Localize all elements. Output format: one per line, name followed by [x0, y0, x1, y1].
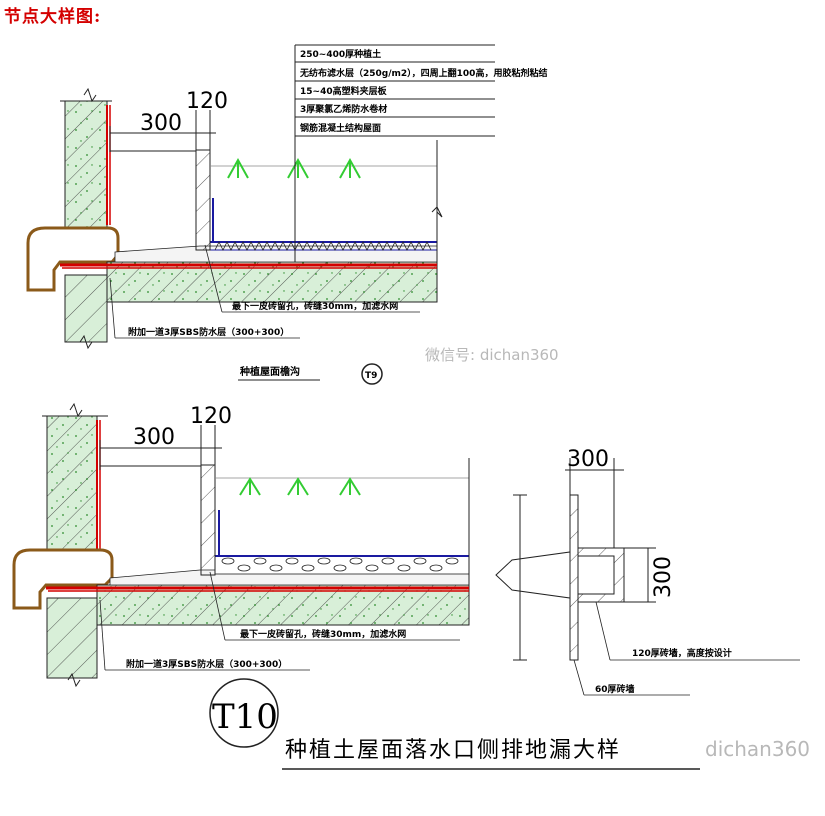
dim-300-top: 300 — [140, 111, 182, 136]
grass-marks — [227, 157, 361, 179]
watermark-bottom: dichan360 — [705, 737, 810, 761]
note-60-wall: 60厚砖墙 — [595, 683, 635, 695]
page-title: 节点大样图: — [4, 7, 102, 27]
note-membrane-top: 附加一道3厚SBS防水层（300+300） — [128, 326, 289, 338]
drainage-board — [210, 241, 437, 251]
dim-300-side-top: 300 — [567, 447, 609, 472]
wall-lower — [64, 274, 108, 350]
dim-120-bottom: 120 — [190, 404, 232, 429]
caption-top: 种植屋面檐沟 — [239, 365, 300, 378]
legend-item-structure: 钢筋混凝土结构屋面 — [300, 122, 381, 134]
bottom-detail: 300 120 最下一皮砖留孔，砖缝30mm，加滤水网 附加一道3厚SBS防水层… — [12, 402, 810, 770]
wall-upper — [64, 100, 111, 230]
dim-300-side-right: 300 — [651, 556, 676, 598]
roof-slab — [60, 261, 438, 303]
note-120-wall: 120厚砖墙，高度按设计 — [632, 647, 732, 659]
legend-item-soil: 250~400厚种植土 — [300, 48, 381, 60]
badge-t9: T9 — [365, 371, 377, 381]
legend-item-filter: 无纺布滤水层（250g/m2），四周上翻100高，用胶粘剂粘结 — [299, 67, 547, 79]
legend-item-membrane: 3厚聚氯乙烯防水卷材 — [300, 103, 387, 115]
caption-bottom: 种植土屋面落水口侧排地漏大样 — [285, 738, 621, 763]
dim-300-bottom: 300 — [133, 425, 175, 450]
note-drain-bottom: 最下一皮砖留孔，砖缝30mm，加滤水网 — [240, 628, 406, 640]
legend-item-board: 15~40高塑料夹层板 — [300, 85, 388, 97]
layer-legend: 250~400厚种植土 无纺布滤水层（250g/m2），四周上翻100高，用胶粘… — [294, 44, 547, 262]
retaining-wall — [195, 149, 214, 251]
badge-t10: T10 — [212, 697, 278, 737]
drain-section: 300 300 120厚砖墙，高度按设计 60厚砖墙 — [495, 447, 800, 696]
dim-120-top: 120 — [186, 89, 228, 114]
note-drain-top: 最下一皮砖留孔，砖缝30mm，加滤水网 — [232, 300, 398, 312]
gravel-layer — [221, 557, 459, 572]
watermark-top: 微信号: dichan360 — [425, 346, 559, 364]
note-membrane-bottom: 附加一道3厚SBS防水层（300+300） — [126, 658, 287, 670]
top-detail: 300 120 250~400厚种植土 无纺布滤水层（250g/m2），四周上翻… — [26, 44, 559, 385]
